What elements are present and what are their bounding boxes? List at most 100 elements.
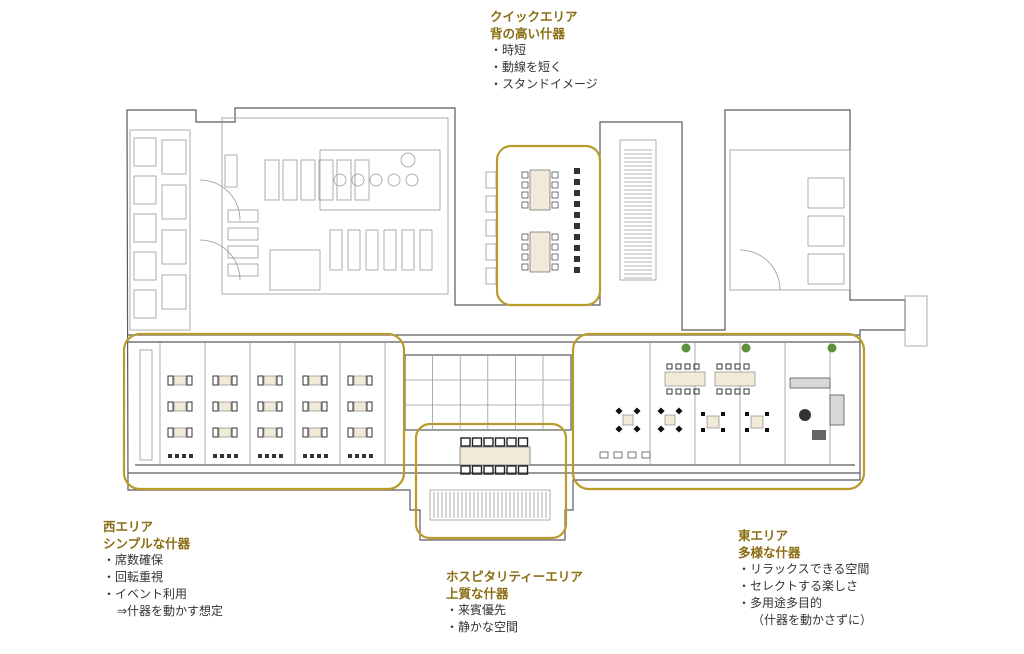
west-chair [302, 401, 309, 412]
east-chair [725, 388, 732, 395]
kitchen-counter [227, 263, 259, 277]
kitchen-rack [329, 229, 343, 271]
entrance-stairs [429, 489, 551, 521]
west-chair [366, 427, 373, 438]
east-chair [734, 388, 741, 395]
kitchen-unit [354, 159, 370, 201]
hospitality-bullet-2: 静かな空間 [446, 619, 583, 636]
hospitality-area-title: ホスピタリティーエリア [446, 569, 583, 584]
quick-side-shelf [485, 219, 497, 237]
kitchen-shelf [224, 154, 238, 188]
west-wall-seat [258, 454, 262, 458]
kitchen-burner [405, 173, 419, 187]
kitchen-rack [347, 229, 361, 271]
west-wall-seat [227, 454, 231, 458]
washroom-cubicle [161, 184, 187, 220]
west-wall-seat [189, 454, 193, 458]
kitchen-rack [383, 229, 397, 271]
west-chair [186, 401, 193, 412]
west-wall-seat [279, 454, 283, 458]
quick-side-shelf [485, 267, 497, 285]
west-table [218, 401, 232, 412]
washroom-cubicle [161, 229, 187, 265]
washroom-cubicle [161, 274, 187, 310]
quick-stool [521, 181, 529, 189]
plan-details [129, 117, 928, 521]
east-chair [734, 363, 741, 370]
hospitality-chair [471, 437, 483, 447]
west-wall-seat [303, 454, 307, 458]
east-bullet-1: リラックスできる空間 [738, 561, 872, 578]
staircase [619, 139, 657, 281]
east-sub-note: （什器を動かさずに） [752, 613, 873, 627]
east-stool [701, 412, 705, 416]
quick-wall-stool [574, 267, 580, 273]
hospitality-chair [494, 437, 506, 447]
west-bullet-3: イベント利用 [103, 586, 223, 603]
west-chair [186, 427, 193, 438]
hospitality-chair [506, 465, 517, 475]
kitchen-burner [387, 173, 401, 187]
quick-wall-stool [574, 234, 580, 240]
east-stool [701, 428, 705, 432]
quick-stool [551, 191, 559, 199]
quick-area-note: クイックエリア 背の高い什器 時短 動線を短く スタンドイメージ [490, 8, 598, 93]
west-wall-seat [324, 454, 328, 458]
west-chair [276, 427, 283, 438]
kitchen-rack [365, 229, 379, 271]
quick-bullet-1: 時短 [490, 42, 598, 59]
quick-side-shelf [485, 243, 497, 261]
door-swing [739, 249, 781, 291]
west-chair [167, 401, 174, 412]
west-chair [231, 427, 238, 438]
kitchen-block [221, 117, 449, 295]
hospitality-chair [483, 465, 494, 475]
east-sofa [789, 377, 831, 389]
west-chair [366, 401, 373, 412]
west-chair [257, 375, 264, 386]
east-lounge-chair [799, 409, 811, 421]
west-table [308, 427, 322, 438]
quick-side-shelf [485, 171, 497, 189]
east-chair [716, 388, 723, 395]
west-wall-seat [348, 454, 352, 458]
west-wall-seat [317, 454, 321, 458]
west-wall-seat [234, 454, 238, 458]
kitchen-counter [227, 245, 259, 259]
washroom-cubicle [161, 139, 187, 175]
plant-icon [681, 343, 691, 353]
quick-stool [521, 243, 529, 251]
quick-wall-stool [574, 201, 580, 207]
hospitality-area-subtitle: 上質な什器 [446, 586, 509, 601]
east-diamond-chair [657, 407, 665, 415]
east-stool [765, 428, 769, 432]
east-chair [743, 388, 750, 395]
east-chair [675, 363, 682, 370]
west-wall-seat [369, 454, 373, 458]
east-stool [745, 412, 749, 416]
door-swing [199, 179, 241, 221]
west-wall-seat [175, 454, 179, 458]
east-stool [765, 412, 769, 416]
west-chair [186, 375, 193, 386]
quick-wall-stool [574, 212, 580, 218]
east-chair [693, 388, 700, 395]
west-table [308, 401, 322, 412]
zone-outlines [122, 144, 866, 540]
quick-stool [551, 181, 559, 189]
hospitality-chair [471, 465, 483, 475]
west-table [173, 427, 187, 438]
east-lounge-bench [829, 394, 845, 426]
east-stool [721, 428, 725, 432]
east-diamond-chair [615, 407, 623, 415]
east-chair [684, 388, 691, 395]
hospitality-chair [483, 437, 494, 447]
kitchen-counter [227, 227, 259, 241]
east-diamond-chair [633, 407, 641, 415]
west-area-subtitle: シンプルな什器 [103, 536, 191, 551]
quick-stool [521, 191, 529, 199]
hospitality-chair [517, 437, 529, 447]
building-walls [126, 107, 906, 541]
east-diamond-chair [657, 425, 665, 433]
quick-side-shelf [485, 195, 497, 213]
